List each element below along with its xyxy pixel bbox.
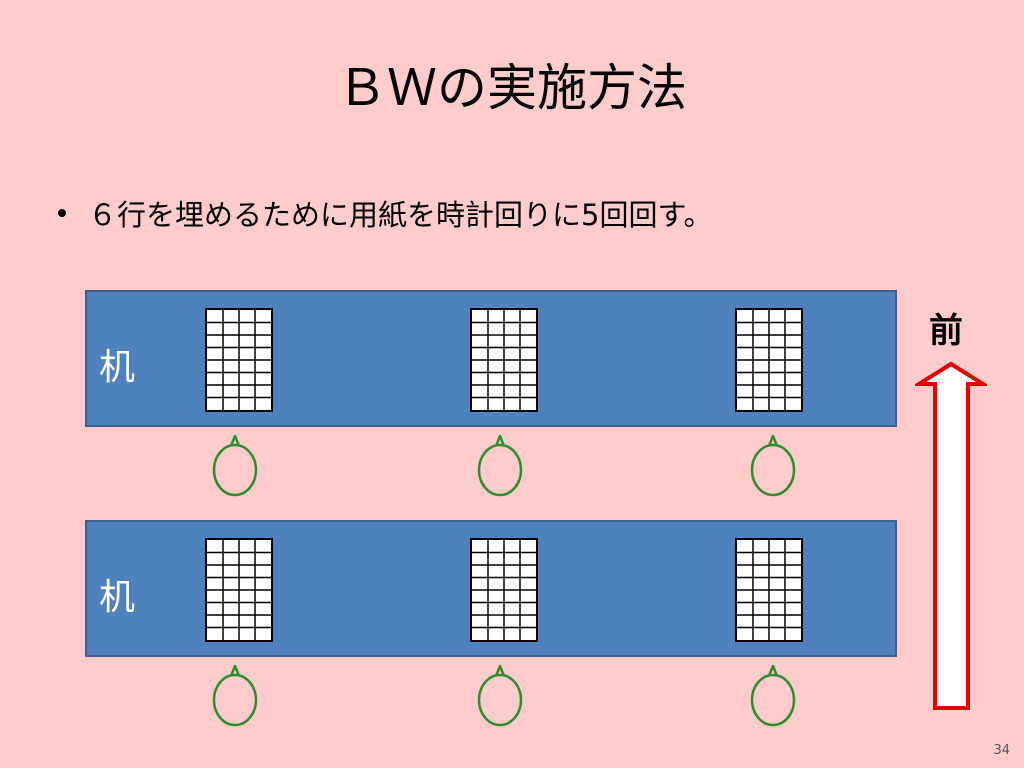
person-head-icon (750, 664, 796, 727)
bullet-dot-icon (58, 209, 66, 217)
grid-sheet-icon (205, 538, 273, 642)
person-head-icon (750, 434, 796, 497)
grid-sheet-icon (735, 538, 803, 642)
bullet-item: ６行を埋めるために用紙を時計回りに5回回す。 (58, 192, 713, 234)
bullet-text: ６行を埋めるために用紙を時計回りに5回回す。 (88, 198, 713, 232)
desk-label: 机 (99, 347, 136, 388)
person-head-icon (477, 434, 523, 497)
front-label: 前 (929, 311, 963, 351)
person-head-icon (477, 664, 523, 727)
up-arrow-icon (915, 361, 987, 710)
grid-sheet-icon (735, 308, 803, 412)
desk-label: 机 (99, 577, 136, 618)
grid-sheet-icon (205, 308, 273, 412)
desk-top: 机 (85, 290, 897, 427)
person-head-icon (212, 434, 258, 497)
grid-sheet-icon (470, 308, 538, 412)
person-head-icon (212, 664, 258, 727)
desk-bottom: 机 (85, 520, 897, 657)
page-number: 34 (993, 743, 1010, 758)
slide-title: ＢＷの実施方法 (337, 59, 687, 117)
grid-sheet-icon (470, 538, 538, 642)
